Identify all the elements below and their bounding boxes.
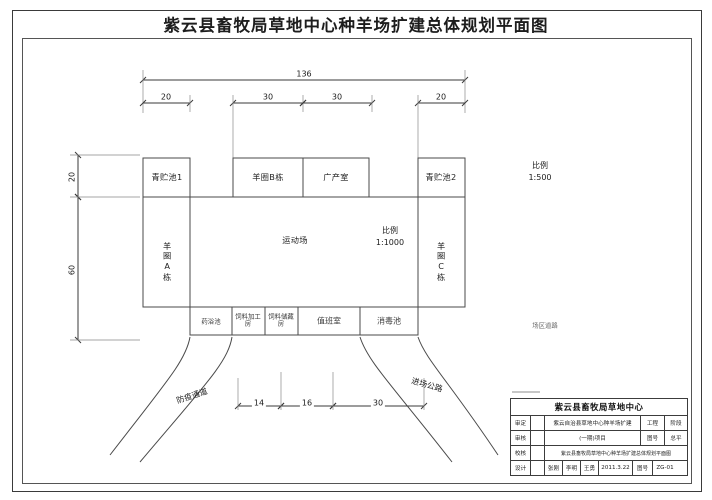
title-block-sheetno-key: 图号 [641,431,665,445]
title-block-header: 紫云县畜牧局草地中心 [511,399,687,416]
scale-note-site-label: 比例 [532,161,548,170]
building-label-pen-a: 羊圈A栋 [162,241,173,283]
dim-top-seg-3: 30 [329,92,345,102]
title-block-key-approve: 审定 [511,416,531,430]
title-block-key-design: 设计 [511,461,531,475]
sheet-border-outer [12,10,702,492]
scale-note-site: 比例 1:500 [528,160,551,183]
title-block-drawing-name: 紫云县畜牧局草地中心种羊场扩建总体规划平面图 [560,450,671,457]
title-block-date: 2011.3.22 [599,461,633,475]
title-block-number-value: ZG-01 [656,465,674,471]
scale-note-yard-label: 比例 [382,226,398,235]
title-block-value-review [531,431,545,445]
scale-note-yard-value: 1:1000 [375,237,405,247]
building-label-pen-c: 羊圈C栋 [436,241,447,283]
title-block-key-check: 校核 [511,446,531,460]
building-label-dip-pool: 药浴池 [201,317,221,326]
building-label-silo-1: 青贮池1 [151,171,183,182]
title-block-sheetno-value: 总平 [670,436,682,442]
dim-left-seg-1: 20 [67,169,77,185]
title-block-row: 设计 张刚 李明 王勇 2011.3.22 图号 ZG-01 [511,461,687,475]
title-block-key-review: 审核 [511,431,531,445]
dim-bottom-seg-3: 30 [370,398,386,408]
dim-top-seg-4: 20 [433,92,449,102]
title-block-signature-a: 张刚 [545,461,563,475]
dim-left-seg-2: 60 [67,262,77,278]
title-block-value-design [531,461,545,475]
title-block-project-line-1: 紫云自治县草地中心种羊场扩建 [545,416,641,430]
page-title: 紫云县畜牧局草地中心种羊场扩建总体规划平面图 [163,16,549,35]
dim-top-seg-1: 20 [158,92,174,102]
title-block-stage-value: 阶段 [670,421,682,427]
building-label-disinfect-pool: 消毒池 [377,316,401,326]
title-block-signature-c: 王勇 [581,461,599,475]
scale-note-yard: 比例 1:1000 [376,225,404,248]
title-block-value-check [531,446,545,460]
building-label-feed-storage: 饲料储藏房 [268,312,294,328]
title-block-project-line-2: (一期)项目 [545,431,641,445]
title-block-row: 审核 (一期)项目 图号 总平 [511,431,687,446]
dim-total-top: 136 [294,69,314,79]
title-block-signature-b: 李明 [563,461,581,475]
road-label-side-note: 场区道路 [532,321,558,330]
title-block-stage-key: 工程 [641,416,665,430]
dim-bottom-seg-1: 14 [251,398,267,408]
building-label-pen-b: 羊圈B栋 [252,171,284,182]
title-block: 紫云县畜牧局草地中心 审定 紫云自治县草地中心种羊场扩建 工程 阶段 审核 (一… [510,398,688,476]
building-label-broadcast-room: 广产室 [323,171,349,182]
area-label-exercise-yard: 运动场 [282,234,308,245]
building-label-feed-processing: 饲料加工房 [235,312,261,328]
title-block-row: 校核 紫云县畜牧局草地中心种羊场扩建总体规划平面图 [511,446,687,461]
dim-bottom-seg-2: 16 [299,398,315,408]
title-block-value-approve [531,416,545,430]
building-label-silo-2: 青贮池2 [425,171,457,182]
dim-top-seg-2: 30 [260,92,276,102]
title-block-row: 审定 紫云自治县草地中心种羊场扩建 工程 阶段 [511,416,687,431]
scale-note-site-value: 1:500 [528,172,552,182]
building-label-duty-room: 值班室 [317,316,341,326]
sheet-border-inner [22,38,692,484]
title-block-number-key: 图号 [633,461,653,475]
